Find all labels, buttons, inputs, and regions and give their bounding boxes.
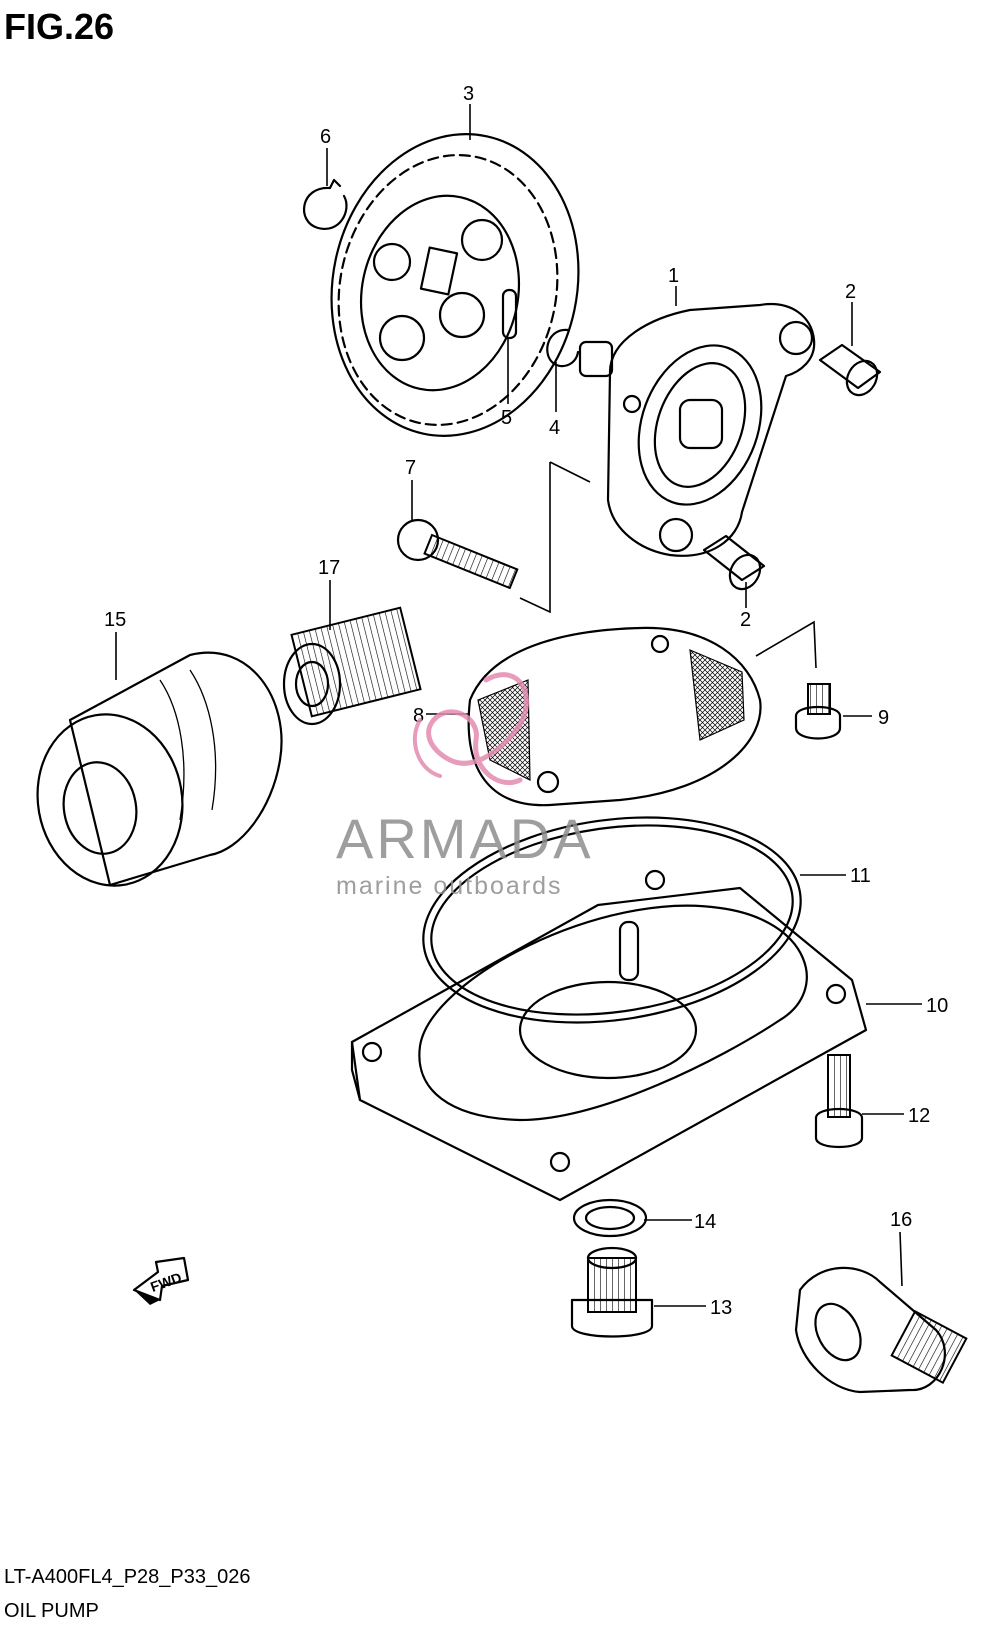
circlip-part	[302, 178, 348, 231]
callout-15: 15	[104, 609, 126, 631]
callout-7: 7	[405, 457, 416, 479]
callout-13: 13	[710, 1297, 732, 1319]
figure-code: LT-A400FL4_P28_P33_026	[4, 1566, 251, 1588]
oil-pan-gasket-part	[422, 816, 802, 1024]
pin-part	[501, 288, 518, 340]
callout-11: 11	[850, 865, 871, 887]
callout-4: 4	[549, 417, 560, 439]
oil-pan-part	[350, 869, 868, 1202]
washer-part	[572, 1198, 648, 1238]
callout-5: 5	[501, 407, 512, 429]
figure-title: FIG.26	[4, 6, 115, 47]
callout-10: 10	[926, 995, 948, 1017]
fwd-arrow-icon: FWD	[132, 1256, 190, 1305]
driven-gear-part	[330, 133, 580, 437]
leader-lines	[115, 104, 922, 1307]
oil-pan-bolt-part	[814, 1054, 864, 1148]
armada-logo-icon	[426, 672, 529, 786]
callout-17: 17	[318, 557, 340, 579]
callout-8: 8	[413, 705, 424, 727]
watermark-tagline: marine outboards	[336, 872, 563, 900]
callout-9: 9	[878, 707, 889, 729]
oil-strainer-part	[467, 626, 762, 807]
callout-2-lower: 2	[740, 609, 751, 631]
watermark-brand: ARMADA	[336, 807, 594, 870]
callout-3: 3	[463, 83, 474, 105]
callout-1: 1	[668, 265, 679, 287]
callout-2-upper: 2	[845, 281, 856, 303]
callout-16: 16	[890, 1209, 912, 1231]
oil-pressure-switch-part	[794, 1266, 968, 1394]
callout-12: 12	[908, 1105, 930, 1127]
bolt-part	[396, 518, 519, 590]
drain-plug-part	[570, 1246, 654, 1338]
figure-caption: OIL PUMP	[4, 1600, 99, 1622]
fwd-label: FWD	[148, 1269, 183, 1295]
armada-watermark: ARMADA marine outboards	[336, 672, 594, 900]
callout-14: 14	[694, 1211, 716, 1233]
e-ring-part	[546, 328, 580, 368]
dowel-lower-part	[702, 534, 766, 591]
oil-filter-part	[36, 651, 283, 887]
union-fitting-part	[282, 606, 422, 726]
dowel-upper-part	[818, 343, 882, 397]
callout-6: 6	[320, 126, 331, 148]
strainer-bolt-part	[794, 683, 842, 740]
oil-pump-body-part	[578, 303, 816, 557]
